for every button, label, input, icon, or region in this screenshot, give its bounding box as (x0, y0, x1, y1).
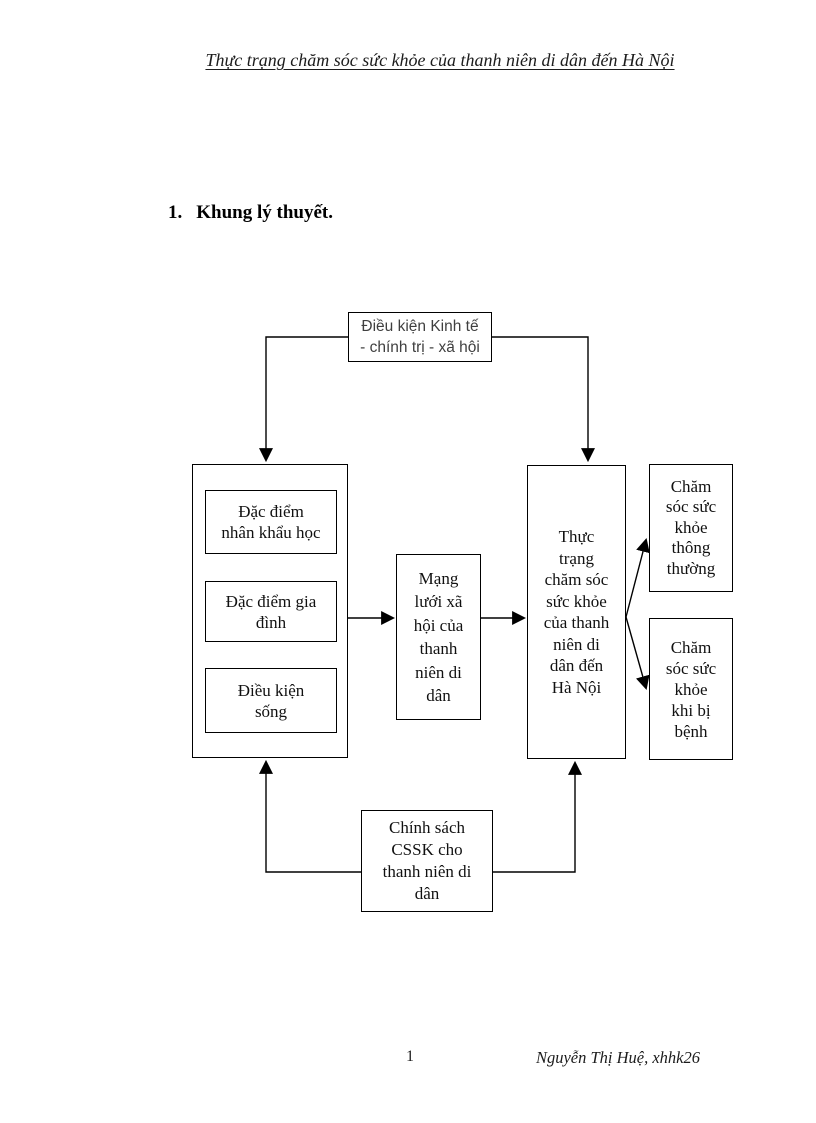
arrow-status-to-routine-care (625, 537, 650, 618)
section-number: 1. (168, 202, 183, 223)
running-header: Thực trạng chăm sóc sức khỏe của thanh n… (120, 50, 760, 71)
economic-political-social-conditions-box: Điều kiện Kinh tế- chính trị - xã hội (348, 312, 492, 362)
running-header-text: Thực trạng chăm sóc sức khỏe của thanh n… (205, 50, 675, 70)
arrow-economic-to-status (492, 336, 595, 463)
footer-author: Nguyễn Thị Huệ, xhhk26 (535, 1048, 700, 1067)
page-number: 1 (406, 1048, 414, 1065)
section-heading: 1. Khung lý thuyết. (168, 202, 333, 224)
arrow-policy-to-status (493, 760, 582, 873)
arrow-economic-to-left-group (259, 336, 348, 463)
arrow-status-to-illness-care (625, 616, 650, 691)
section-title: Khung lý thuyết. (196, 202, 333, 223)
arrow-policy-to-left-group (259, 759, 361, 873)
